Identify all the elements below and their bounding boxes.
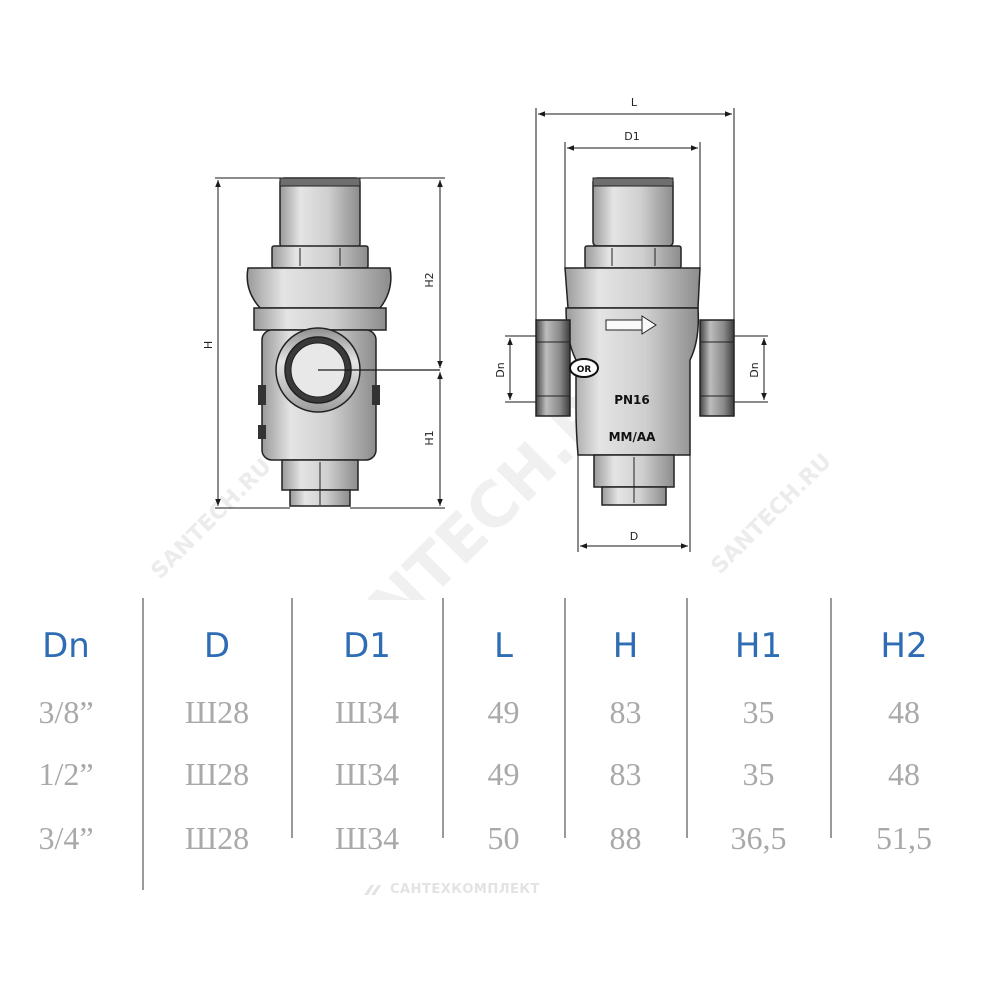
cell-dn-row2: 1/2” [38, 756, 94, 792]
spec-table: Dn 3/8” 1/2” 3/4” D Ш28 Ш28 Ш28 D1 Ш34 Ш… [0, 598, 1000, 898]
header-d1: D1 [343, 626, 391, 666]
dim-label-h2: H2 [423, 272, 436, 287]
dim-label-dn-right: Dn [748, 362, 761, 377]
cell-d1-row2: Ш34 [334, 756, 400, 792]
body-marking-mm: MM/AA [609, 430, 657, 444]
body-logo: OR [577, 365, 592, 375]
brand-logo-icon [364, 884, 381, 895]
column-divider [564, 598, 566, 838]
cell-d1-row1: Ш34 [334, 694, 400, 730]
cell-dn-row3: 3/4” [38, 820, 94, 856]
cell-d1-row3: Ш34 [334, 820, 400, 856]
column-divider [686, 598, 688, 838]
side-view: H H2 H1 [202, 177, 445, 509]
front-view: OR PN16 MM/AA L D1 D Dn Dn [494, 96, 768, 552]
column-h1: H1 35 35 36,5 [687, 598, 830, 898]
cell-h-row1: 83 [609, 694, 642, 730]
header-d: D [203, 626, 231, 666]
cell-h1-row3: 36,5 [730, 820, 787, 856]
brand-watermark: САНТЕХКОМПЛЕКТ [362, 882, 622, 904]
cell-h2-row3: 51,5 [876, 820, 932, 856]
dim-label-h: H [202, 341, 215, 349]
column-divider [442, 598, 444, 838]
header-dn: Dn [42, 626, 90, 666]
watermark-text: SANTECH.RU [147, 454, 277, 584]
technical-drawing: SANTECH.RU SANTECH.RU SANTECH.RU H [147, 96, 837, 600]
cell-h1-row1: 35 [742, 694, 775, 730]
column-divider [291, 598, 293, 838]
column-divider [830, 598, 832, 838]
body-marking-pn: PN16 [614, 393, 650, 407]
column-d1: D1 Ш34 Ш34 Ш34 [292, 598, 442, 898]
column-h: H 83 83 88 [565, 598, 686, 898]
column-divider [142, 598, 144, 890]
watermark-text: SANTECH.RU [707, 449, 837, 579]
dim-label-d1: D1 [624, 130, 639, 143]
cell-h2-row2: 48 [888, 756, 920, 792]
dim-label-l: L [631, 96, 638, 109]
column-h2: H2 48 48 51,5 [831, 598, 977, 898]
dim-label-dn-left: Dn [494, 362, 507, 377]
cell-h-row3: 88 [609, 820, 642, 856]
header-l: L [494, 626, 513, 666]
cell-dn-row1: 3/8” [38, 694, 94, 730]
dim-label-h1: H1 [423, 430, 436, 445]
brand-name: САНТЕХКОМПЛЕКТ [390, 882, 540, 897]
cell-h2-row1: 48 [888, 694, 920, 730]
column-l: L 49 49 50 [443, 598, 564, 898]
cell-d-row2: Ш28 [184, 756, 250, 792]
column-dn: Dn 3/8” 1/2” 3/4” [0, 598, 132, 898]
header-h2: H2 [880, 626, 928, 666]
cell-h-row2: 83 [609, 756, 642, 792]
cell-l-row2: 49 [487, 756, 520, 792]
cell-d-row1: Ш28 [184, 694, 250, 730]
header-h1: H1 [734, 626, 783, 666]
cell-h1-row2: 35 [742, 756, 775, 792]
header-h: H [612, 626, 639, 666]
cell-l-row3: 50 [487, 820, 520, 856]
cell-d-row3: Ш28 [184, 820, 250, 856]
column-d: D Ш28 Ш28 Ш28 [143, 598, 291, 898]
dim-label-d: D [630, 530, 638, 543]
cell-l-row1: 49 [487, 694, 520, 730]
